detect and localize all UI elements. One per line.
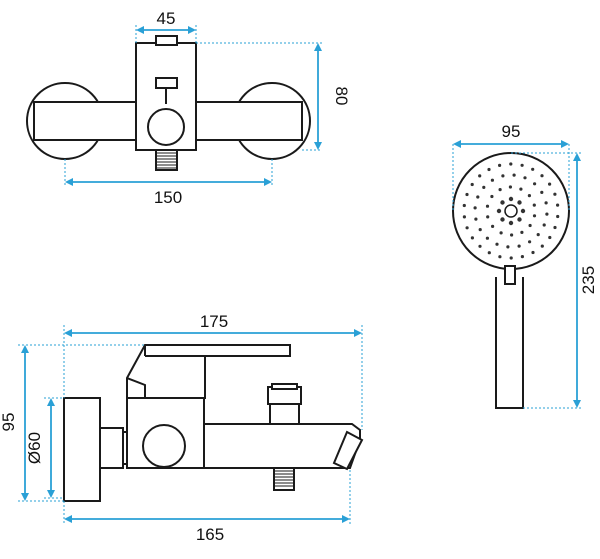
- nozzle-dot: [527, 194, 532, 198]
- side-lever: [126, 344, 291, 399]
- dim-label-95-shower: 95: [502, 122, 521, 141]
- nozzle-dot: [553, 225, 557, 230]
- nozzle-dot: [501, 174, 505, 178]
- nozzle-dot: [532, 203, 536, 207]
- nozzle-dot: [540, 190, 544, 194]
- nozzle-dot: [548, 182, 552, 186]
- dim-label-diameter-60: Ø60: [25, 432, 44, 464]
- nozzle-dot: [508, 185, 512, 189]
- nozzle-dot: [474, 217, 478, 221]
- top-diverter-tab: [155, 77, 178, 89]
- nozzle-dot: [517, 200, 522, 205]
- nozzle-dot: [544, 201, 548, 205]
- nozzle-dot: [470, 236, 474, 240]
- side-handle-circle: [142, 424, 186, 468]
- dim-label-150: 150: [154, 188, 182, 207]
- nozzle-dot: [536, 233, 540, 237]
- nozzle-dot: [520, 255, 525, 259]
- nozzle-dot: [531, 250, 535, 255]
- nozzle-dot: [509, 256, 513, 260]
- nozzle-dot: [520, 230, 524, 234]
- nozzle-dot: [465, 192, 469, 197]
- nozzle-dot: [533, 182, 537, 186]
- shower-head-view: 95 235: [452, 122, 598, 409]
- side-view: 175 95 Ø60 165: [0, 312, 364, 544]
- nozzle-dot: [500, 200, 505, 205]
- shower-slider: [504, 265, 516, 285]
- side-connector: [99, 427, 124, 469]
- nozzle-dot: [490, 178, 494, 182]
- dim-label-80: 80: [332, 87, 351, 106]
- nozzle-dot: [528, 223, 532, 228]
- nozzle-dot: [490, 194, 494, 199]
- nozzle-dot: [487, 251, 491, 255]
- nozzle-dot: [517, 244, 521, 248]
- nozzle-dot: [498, 163, 502, 167]
- nozzle-dot: [512, 173, 516, 177]
- nozzle-dot: [462, 215, 466, 219]
- nozzle-dot: [542, 223, 546, 227]
- nozzle-dot: [482, 185, 486, 189]
- dim-label-175: 175: [200, 312, 228, 331]
- nozzle-dot: [498, 188, 502, 192]
- nozzle-dot: [500, 217, 505, 222]
- dim-label-165: 165: [196, 525, 224, 544]
- nozzle-dot: [540, 174, 544, 178]
- nozzle-dot: [520, 208, 526, 214]
- nozzle-dot: [473, 206, 477, 210]
- nozzle-dot: [520, 163, 524, 167]
- nozzle-dot: [531, 167, 535, 171]
- nozzle-dot: [491, 224, 495, 228]
- nozzle-dot: [553, 192, 557, 196]
- nozzle-dot: [506, 245, 510, 249]
- nozzle-dot: [470, 182, 474, 187]
- nozzle-dot: [517, 217, 522, 222]
- nozzle-dot: [528, 240, 532, 244]
- side-wall-flange: [63, 397, 101, 502]
- nozzle-dot: [485, 236, 489, 240]
- dim-label-45-top: 45: [157, 9, 176, 28]
- nozzle-dot: [496, 208, 502, 214]
- nozzle-dot: [478, 174, 482, 178]
- nozzle-dot: [478, 228, 482, 232]
- nozzle-dot: [523, 176, 527, 180]
- top-view: 45 80 150: [26, 9, 351, 207]
- nozzle-dot: [486, 215, 490, 219]
- nozzle-dot: [509, 162, 513, 166]
- nozzle-dot: [556, 203, 560, 207]
- dim-label-95-side: 95: [0, 413, 18, 432]
- shower-center-ring: [504, 204, 518, 218]
- nozzle-dot: [508, 220, 514, 226]
- nozzle-dot: [532, 214, 537, 218]
- top-cap: [155, 35, 178, 46]
- nozzle-dot: [508, 196, 514, 202]
- nozzle-dot: [485, 204, 490, 208]
- side-spout-tip: [332, 430, 364, 471]
- nozzle-dot: [478, 244, 482, 248]
- nozzle-dot: [510, 233, 514, 237]
- dim-label-235: 235: [579, 266, 598, 294]
- nozzle-dot: [476, 195, 480, 199]
- nozzle-dot: [498, 255, 502, 259]
- nozzle-dot: [495, 242, 499, 246]
- nozzle-dot: [462, 203, 466, 208]
- nozzle-dot: [556, 214, 560, 219]
- nozzle-dot: [487, 167, 491, 172]
- shower-handle: [495, 277, 524, 409]
- shower-nozzles: [462, 162, 560, 260]
- nozzle-dot: [540, 244, 544, 248]
- nozzle-dot: [465, 226, 469, 230]
- nozzle-dot: [519, 187, 523, 191]
- nozzle-dot: [499, 231, 503, 235]
- nozzle-dot: [545, 212, 549, 216]
- shower-head-circle: [452, 152, 570, 270]
- side-diverter-knob: [269, 403, 300, 425]
- nozzle-dot: [548, 235, 552, 240]
- top-handle-circle: [147, 108, 185, 146]
